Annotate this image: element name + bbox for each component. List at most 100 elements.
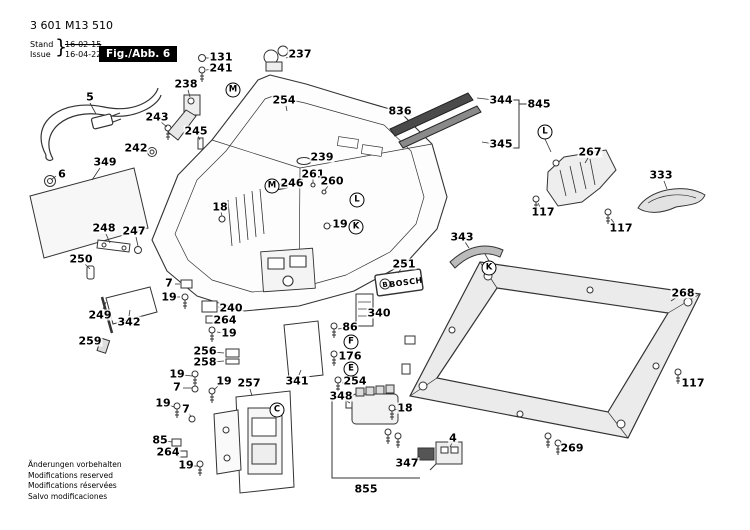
part-label-7: 7 xyxy=(181,402,191,416)
module-855 xyxy=(331,384,463,479)
part-label-347: 347 xyxy=(394,456,420,470)
leader-line-267 xyxy=(584,157,589,164)
bracket-248 xyxy=(96,239,131,253)
leader-line-249 xyxy=(102,301,107,310)
part-label-249: 249 xyxy=(87,308,113,322)
hinge-238 xyxy=(183,94,201,116)
part-label-240: 240 xyxy=(218,301,244,315)
part-label-19: 19 xyxy=(220,326,238,340)
part-label-341: 341 xyxy=(284,374,310,388)
lever-arm xyxy=(167,109,197,141)
leader-line-254 xyxy=(285,105,288,112)
strip-836 xyxy=(389,92,474,137)
part-label-5: 5 xyxy=(85,90,95,104)
part-label-340: 340 xyxy=(366,306,392,320)
callout-l: L xyxy=(537,124,553,140)
callout-e: E xyxy=(343,361,359,377)
part-label-239: 239 xyxy=(309,150,335,164)
part-label-855: 855 xyxy=(353,482,379,496)
part-label-264: 264 xyxy=(212,313,238,327)
strip-345 xyxy=(398,105,482,149)
footer-line-en: Modifications reserved xyxy=(28,470,113,480)
callout-c: C xyxy=(269,402,285,418)
footer-line-fr: Modifications réservées xyxy=(28,481,117,490)
leader-line-5 xyxy=(89,102,97,115)
curved-strip-343 xyxy=(449,245,504,269)
part-label-264: 264 xyxy=(155,445,181,459)
callout-m: M xyxy=(264,178,280,194)
model-number: 3 601 M13 510 xyxy=(30,19,113,32)
part-label-260: 260 xyxy=(319,174,345,188)
footer-line-es: Salvo modificaciones xyxy=(28,491,108,501)
part-label-845: 845 xyxy=(526,97,552,111)
part-label-342: 342 xyxy=(116,315,142,329)
part-label-4: 4 xyxy=(448,431,458,445)
part-label-247: 247 xyxy=(121,224,147,238)
part-347 xyxy=(417,447,435,461)
part-label-269: 269 xyxy=(559,441,585,455)
clamp-237 xyxy=(263,45,289,72)
part-label-18: 18 xyxy=(211,200,229,214)
part-label-268: 268 xyxy=(670,286,696,300)
part-label-19: 19 xyxy=(215,374,233,388)
part-label-250: 250 xyxy=(68,252,94,266)
part-label-241: 241 xyxy=(208,61,234,75)
leader-line-247 xyxy=(135,236,139,247)
pin-260 xyxy=(321,189,327,195)
leader-line-245 xyxy=(197,135,201,141)
power-cord xyxy=(40,87,162,161)
part-label-85: 85 xyxy=(151,433,169,447)
part-label-343: 343 xyxy=(449,230,475,244)
part-label-19: 19 xyxy=(331,217,349,231)
part-label-6: 6 xyxy=(57,167,67,181)
issue-label: Issue xyxy=(30,50,51,59)
part-label-19: 19 xyxy=(177,458,195,472)
part-label-251: 251 xyxy=(391,257,417,271)
leader-line-18 xyxy=(220,211,223,217)
part-label-238: 238 xyxy=(173,77,199,91)
stand-value: 16-02-15 xyxy=(65,40,102,49)
part-label-345: 345 xyxy=(488,137,514,151)
part-label-333: 333 xyxy=(648,168,674,182)
leader-line-349 xyxy=(91,167,101,181)
part-label-242: 242 xyxy=(123,141,149,155)
leader-line-341 xyxy=(298,369,302,376)
part-label-348: 348 xyxy=(328,389,354,403)
part-label-267: 267 xyxy=(577,145,603,159)
part-label-256: 256 xyxy=(192,344,218,358)
callout-leader xyxy=(544,138,552,153)
part-label-237: 237 xyxy=(287,47,313,61)
leader-line-343 xyxy=(464,241,470,249)
callout-k: K xyxy=(481,260,497,276)
part-label-258: 258 xyxy=(192,355,218,369)
bosch-sticker: B BOSCH xyxy=(374,268,424,297)
part-label-117: 117 xyxy=(530,205,556,219)
part-label-131: 131 xyxy=(208,50,234,64)
pin-250 xyxy=(86,265,95,280)
sticker-logo-letter: B xyxy=(382,281,388,290)
date-brace: } xyxy=(55,35,68,59)
leader-line-248 xyxy=(105,233,111,244)
main-housing xyxy=(151,74,448,312)
part-label-246: 246 xyxy=(279,176,305,190)
part-label-117: 117 xyxy=(608,221,634,235)
part-label-259: 259 xyxy=(77,334,103,348)
callout-m: M xyxy=(225,82,241,98)
leader-line-243 xyxy=(160,121,168,128)
callout-l: L xyxy=(349,192,365,208)
small-parts-left xyxy=(171,279,240,477)
part-label-7: 7 xyxy=(172,380,182,394)
leader-line-260 xyxy=(324,185,329,191)
leader-line-117 xyxy=(537,202,541,208)
washer-131 xyxy=(198,54,206,62)
part-label-19: 19 xyxy=(168,367,186,381)
washer-247 xyxy=(134,246,142,254)
figure-label: Fig./Abb. 6 xyxy=(99,46,178,62)
issue-value: 16-04-22 xyxy=(65,50,102,59)
footer-line-de: Änderungen vorbehalten xyxy=(28,460,122,469)
callout-k: K xyxy=(348,219,364,235)
panel-349 xyxy=(29,167,149,259)
part-label-344: 344 xyxy=(488,93,514,107)
